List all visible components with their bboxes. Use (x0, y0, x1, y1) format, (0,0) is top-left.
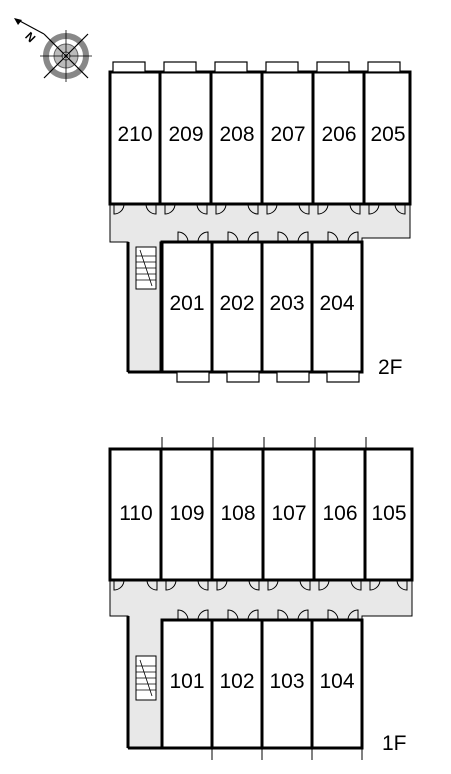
room-label: 205 (370, 123, 405, 146)
compass-north-label: N (22, 29, 38, 45)
room-label: 107 (271, 502, 306, 525)
room-label: 207 (270, 123, 305, 146)
room-label: 109 (169, 502, 204, 525)
room-label: 206 (321, 123, 356, 146)
room-label: 210 (117, 123, 152, 146)
top-rooms-1f: 110 109 108 107 106 105 (108, 437, 414, 591)
room-label: 106 (322, 502, 357, 525)
floor-label: 1F (382, 732, 407, 755)
room-label: 203 (269, 292, 304, 315)
room-label: 209 (168, 123, 203, 146)
corridor-2f (109, 203, 411, 373)
bottom-rooms-1f: 101 102 103 104 (126, 609, 364, 760)
room-label: 104 (319, 670, 354, 693)
room-label: 110 (119, 502, 152, 525)
room-label: 204 (319, 292, 354, 315)
room-label: 108 (220, 502, 255, 525)
compass-rose-icon: N (14, 18, 92, 82)
room-label: 103 (269, 670, 304, 693)
room-label: 202 (219, 292, 254, 315)
room-label: 201 (169, 292, 204, 315)
room-label: 105 (371, 502, 406, 525)
room-label: 102 (219, 670, 254, 693)
floor-1f: 110 109 108 107 106 105 (108, 437, 414, 760)
bottom-rooms-2f: 201 202 203 204 (126, 231, 364, 383)
room-label: 101 (169, 670, 204, 693)
top-rooms-2f: 210 209 208 207 206 205 (108, 61, 412, 215)
room-label: 208 (219, 123, 254, 146)
floor-label: 2F (378, 356, 403, 379)
floor-2f: 210 209 208 207 206 205 (108, 61, 412, 383)
